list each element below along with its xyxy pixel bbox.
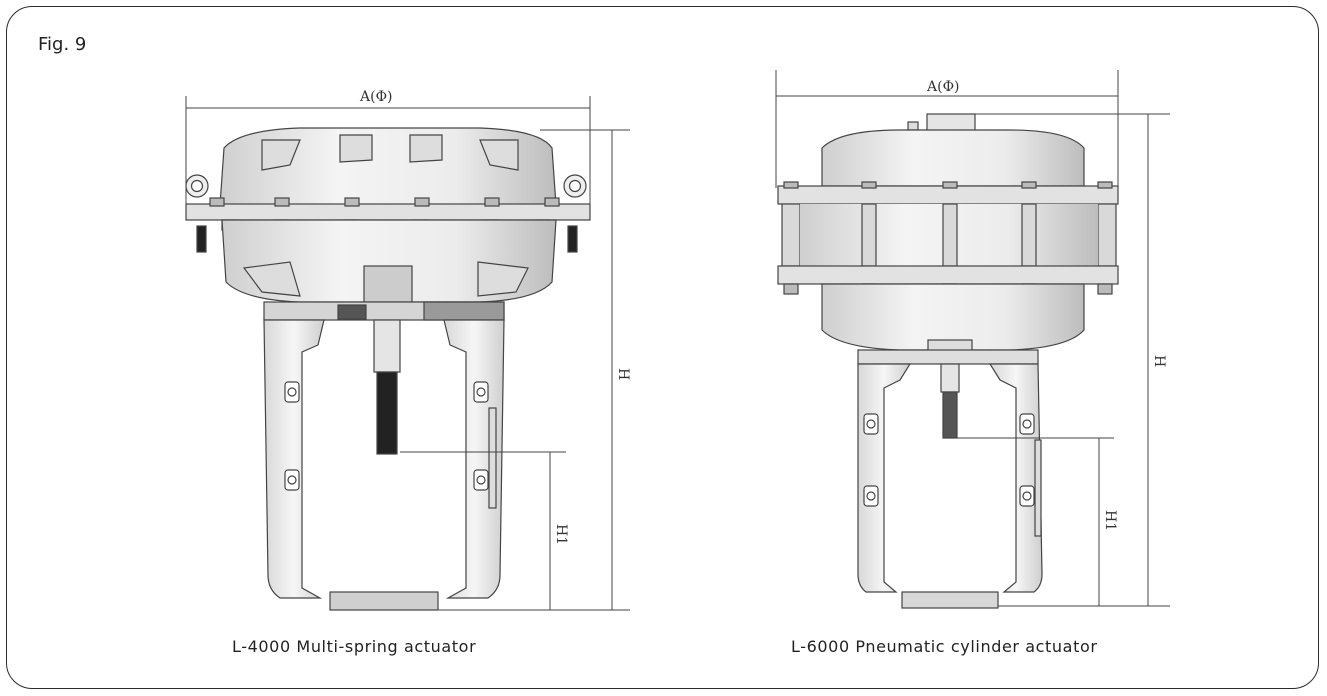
l4000-dimension-lines bbox=[185, 96, 630, 611]
l4000-height-label: H bbox=[615, 368, 631, 380]
figure-label: Fig. 9 bbox=[38, 34, 87, 55]
l4000-width-label: A(Φ) bbox=[359, 89, 393, 105]
l4000-actuator-drawing bbox=[185, 127, 591, 611]
l4000-caption: L-4000 Multi-spring actuator bbox=[232, 637, 477, 656]
l4000-stroke-label: H1 bbox=[553, 524, 569, 545]
l6000-stroke-label: H1 bbox=[1102, 510, 1118, 531]
l6000-dimension-lines bbox=[775, 70, 1170, 607]
l6000-width-label: A(Φ) bbox=[926, 79, 960, 95]
l6000-height-label: H bbox=[1151, 355, 1167, 367]
l6000-caption: L-6000 Pneumatic cylinder actuator bbox=[791, 637, 1098, 656]
figure-frame bbox=[6, 6, 1319, 689]
l6000-actuator-drawing bbox=[777, 113, 1119, 609]
